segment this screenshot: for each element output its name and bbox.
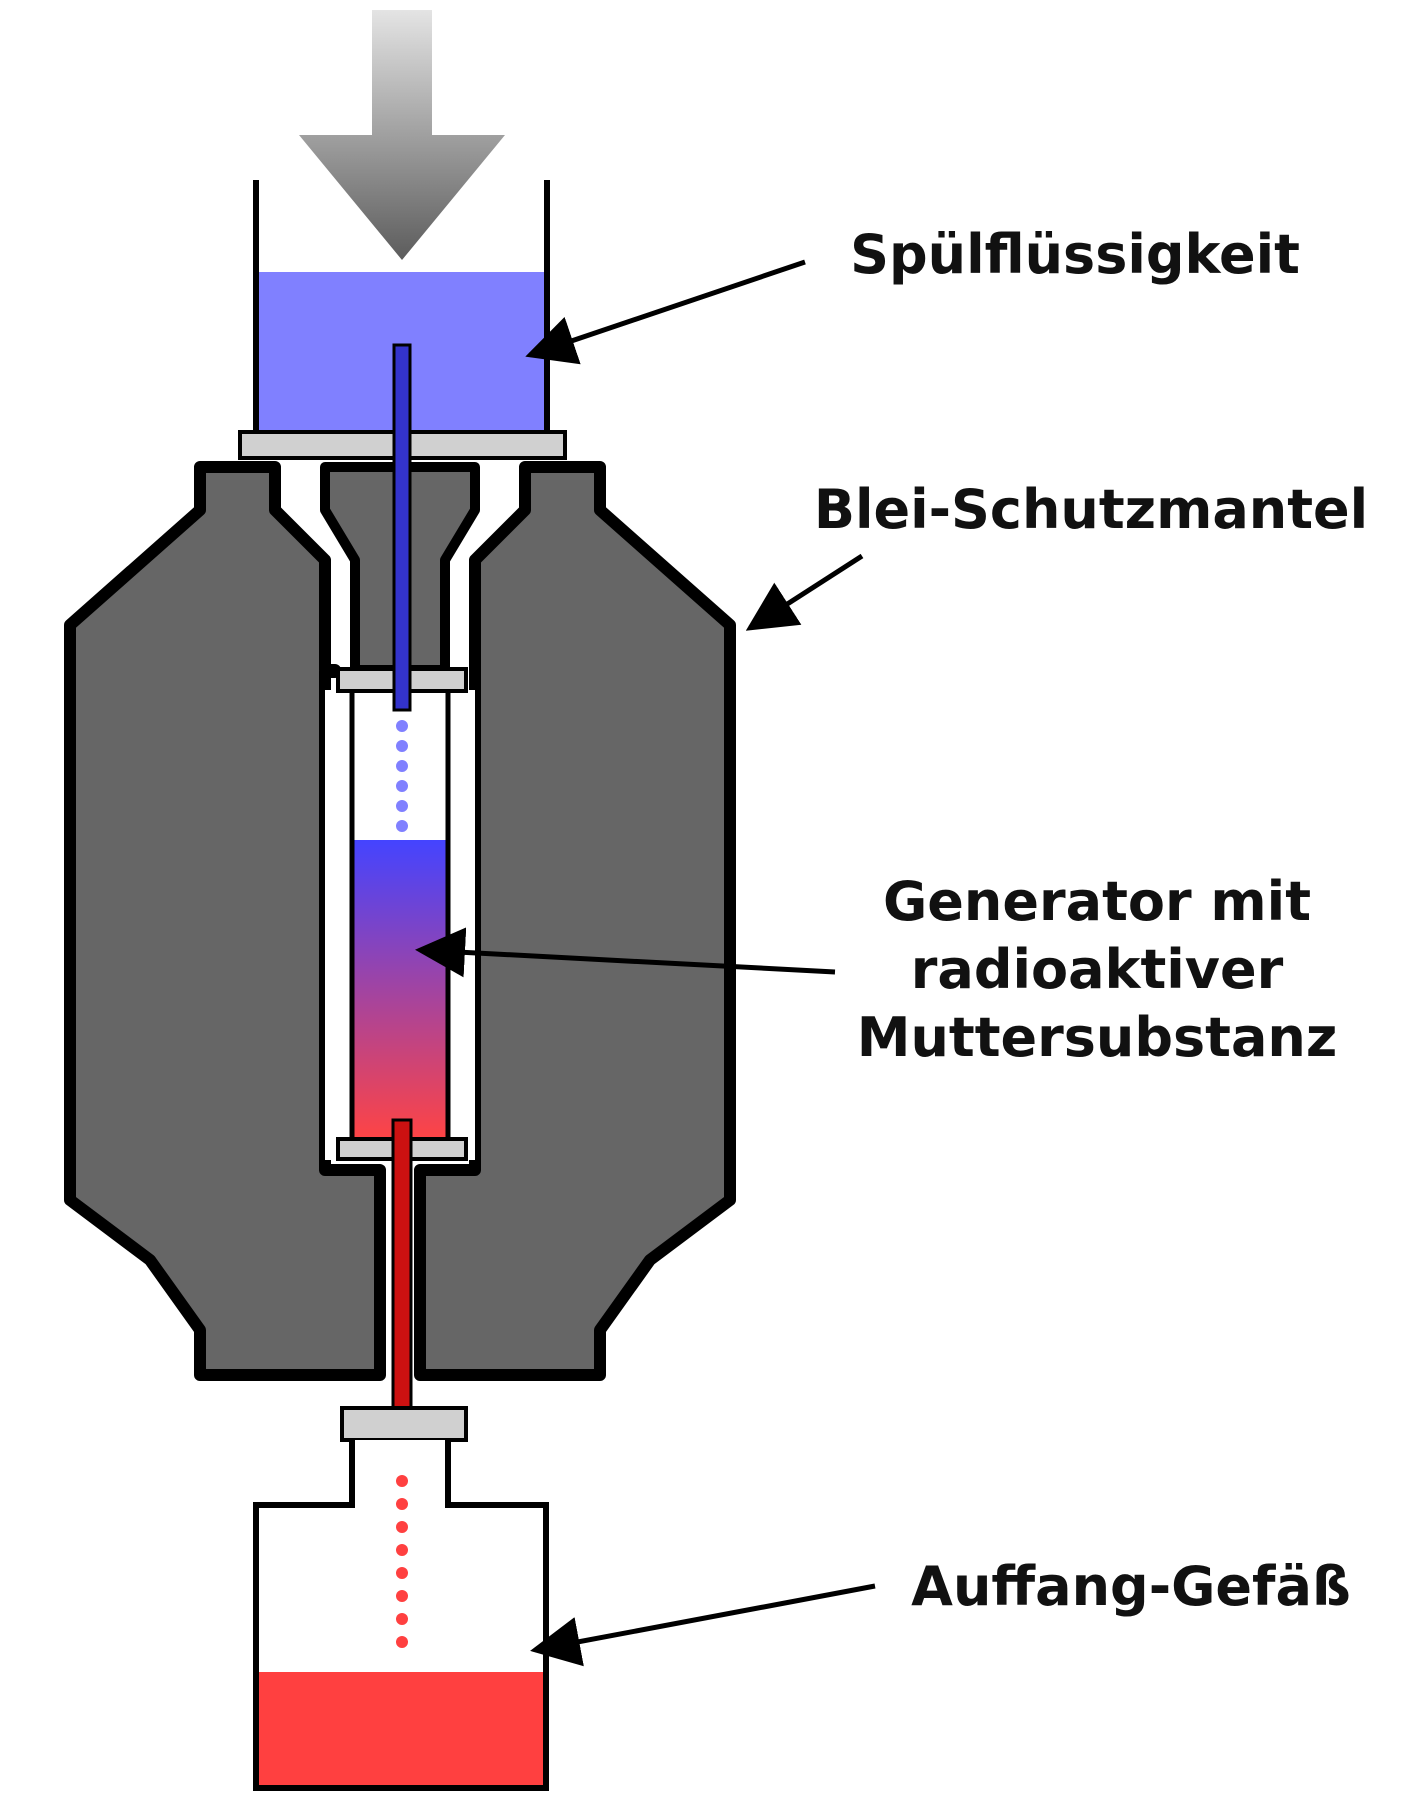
collection-vessel-pointer [530,1583,876,1667]
collection-vessel [253,1406,549,1791]
inlet-tube [392,343,412,712]
lead-shield-pointer [745,553,864,631]
collection-vessel-label: Auffang-Gefäß [911,1555,1351,1618]
lead-shield [64,461,736,1381]
lead-shield-left [64,461,386,1381]
lead-shield-label: Blei-Schutzmantel [814,478,1368,541]
lead-shield-right [414,461,736,1381]
generator-column [325,667,475,1161]
generator-label-line1: Generator mit [883,870,1311,933]
rinse-liquid-pointer [525,259,806,365]
generator-pointer [415,927,836,978]
down-arrow-icon [299,10,505,260]
inflow-drops [396,720,408,832]
vessel-cap [340,1406,468,1442]
rinse-liquid-label: Spülflüssigkeit [850,223,1300,286]
eluate-liquid [259,1672,543,1785]
outflow-drops [396,1475,408,1648]
generator-label-line3: Muttersubstanz [857,1006,1338,1069]
generator-label-line2: radioaktiver [911,938,1284,1001]
generator-resin [352,840,448,1140]
